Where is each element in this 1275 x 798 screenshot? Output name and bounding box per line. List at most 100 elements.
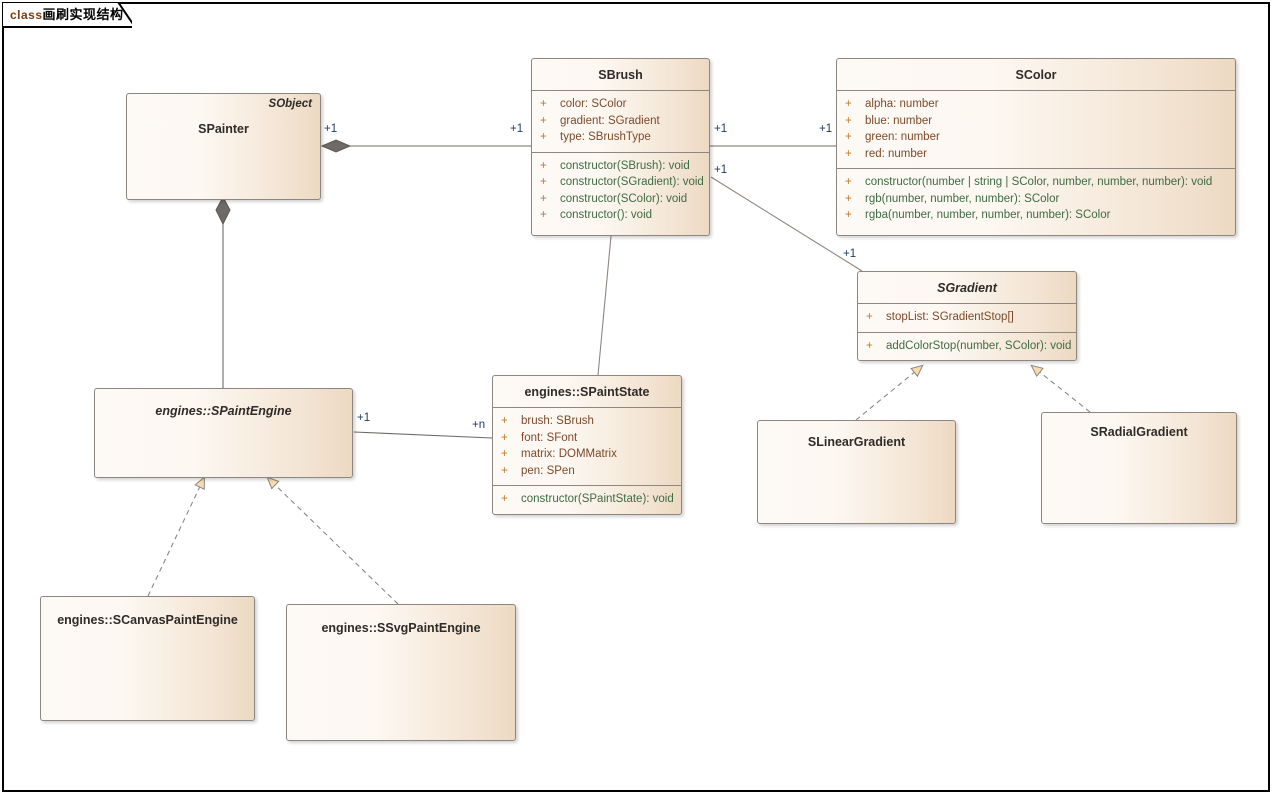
class-sgradient[interactable]: SGradient + stopList: SGradientStop[] +ad… xyxy=(857,271,1077,361)
class-sgradient-name: SGradient xyxy=(858,272,1076,304)
diagram-keyword: class xyxy=(10,8,43,22)
class-spainter-name: SPainter xyxy=(198,122,249,136)
attribute-row: + matrix: DOMMatrix xyxy=(493,446,681,463)
visibility-marker: + xyxy=(845,192,852,205)
operation-row: + constructor(SColor): void xyxy=(532,191,709,208)
visibility-marker: + xyxy=(540,114,547,127)
visibility-marker: + xyxy=(501,464,508,477)
attribute-row: + green: number xyxy=(837,129,1235,146)
visibility-marker: + xyxy=(845,98,852,110)
class-sradialgradient-name: SRadialGradient xyxy=(1090,425,1188,439)
class-scolor-name: SColor xyxy=(837,59,1235,91)
attribute-row: + alpha: number xyxy=(837,96,1235,113)
attribute-row: + red: number xyxy=(837,146,1235,163)
operation-row: +addColorStop(number, SColor): void xyxy=(858,338,1076,355)
visibility-marker: + xyxy=(845,131,852,143)
operation-row: + constructor(number | string | SColor, n… xyxy=(837,174,1235,191)
attribute-text: type: SBrushType xyxy=(560,131,651,143)
attribute-text: green: number xyxy=(865,131,940,143)
class-slineargradient-name: SLinearGradient xyxy=(807,435,906,449)
operation-row: + constructor(): void xyxy=(532,207,709,224)
visibility-marker: + xyxy=(540,176,547,188)
operation-row: + constructor(SPaintState): void xyxy=(493,491,681,508)
visibility-marker: + xyxy=(540,98,547,110)
link-spainter-spaintengine xyxy=(215,195,231,388)
class-scolor[interactable]: SColor + alpha: number + blue: number + gre… xyxy=(836,58,1236,236)
link-scanvaspaintengine-spaintengine xyxy=(147,476,205,597)
attribute-text: red: number xyxy=(865,147,928,160)
class-sradialgradient[interactable]: SRadialGradient xyxy=(1041,412,1237,524)
visibility-marker: + xyxy=(540,192,547,205)
multiplicity-engine-state-source: +1 xyxy=(357,412,371,424)
attribute-row: + brush: SBrush xyxy=(493,413,681,430)
class-spaintstate-attributes: +brush: SBrush +font: SFont +matrix: DOM… xyxy=(493,408,681,485)
class-ssvgpaintengine-name: engines::SSvgPaintEngine xyxy=(321,621,481,635)
attribute-row: + blue: number xyxy=(837,113,1235,130)
class-spaintengine[interactable]: engines::SPaintEngine xyxy=(94,388,353,478)
class-spainter[interactable]: SObject SPainter xyxy=(126,93,321,200)
visibility-marker: + xyxy=(845,209,852,221)
attribute-row: + gradient: SGradient xyxy=(532,113,709,130)
visibility-marker: + xyxy=(540,131,547,143)
operation-text: constructor(): void xyxy=(560,209,653,221)
attribute-text: alpha: number xyxy=(865,98,939,110)
class-spaintstate-operations: + constructor(SPaintState): void xyxy=(493,485,681,514)
link-spaintengine-spaintstate xyxy=(353,431,493,439)
attribute-text: matrix: DOMMatrix xyxy=(521,448,617,460)
class-sbrush-operations: +constructor(SBrush): void + constructor(… xyxy=(532,151,709,230)
class-ssvgpaintengine[interactable]: engines::SSvgPaintEngine xyxy=(286,604,516,741)
link-ssvgpaintengine-spaintengine xyxy=(266,476,399,605)
operation-text: rgba(number, number, number, number): SC… xyxy=(865,209,1111,221)
class-spainter-stereotype: SObject xyxy=(268,98,312,110)
attribute-text: color: SColor xyxy=(560,98,627,110)
class-slineargradient[interactable]: SLinearGradient xyxy=(757,420,956,524)
class-scanvaspaintengine[interactable]: engines::SCanvasPaintEngine xyxy=(40,596,255,721)
multiplicity-brush-gradient-target: +1 xyxy=(843,248,857,260)
operation-text: addColorStop(number, SColor): void xyxy=(886,339,1072,352)
class-spaintstate[interactable]: engines::SPaintState +brush: SBrush +fon… xyxy=(492,375,682,515)
visibility-marker: + xyxy=(845,147,852,160)
visibility-marker: + xyxy=(501,493,508,505)
class-spaintstate-name: engines::SPaintState xyxy=(493,376,681,408)
link-spainter-sbrush xyxy=(320,139,531,153)
attribute-row: + stopList: SGradientStop[] xyxy=(858,309,1076,326)
multiplicity-brush-color-source: +1 xyxy=(714,123,728,135)
visibility-marker: + xyxy=(845,114,852,127)
link-sbrush-sgradient xyxy=(710,176,863,272)
attribute-row: + type: SBrushType xyxy=(532,129,709,146)
operation-row: + rgb(number, number, number): SColor xyxy=(837,191,1235,208)
attribute-row: + pen: SPen xyxy=(493,463,681,480)
operation-row: + constructor(SGradient): void xyxy=(532,174,709,191)
visibility-marker: + xyxy=(866,311,873,323)
class-scolor-operations: + constructor(number | string | SColor, n… xyxy=(837,168,1235,230)
attribute-text: stopList: SGradientStop[] xyxy=(886,311,1014,323)
multiplicity-brush-color-target: +1 xyxy=(819,123,833,135)
class-sbrush-name: SBrush xyxy=(532,59,709,91)
attribute-text: gradient: SGradient xyxy=(560,114,660,127)
attribute-text: font: SFont xyxy=(521,431,578,444)
operation-row: +constructor(SBrush): void xyxy=(532,158,709,175)
attribute-row: +font: SFont xyxy=(493,430,681,447)
attribute-text: brush: SBrush xyxy=(521,415,594,427)
multiplicity-engine-state-target: +n xyxy=(472,419,486,431)
visibility-marker: + xyxy=(540,159,547,172)
operation-text: constructor(number | string | SColor, nu… xyxy=(865,176,1213,188)
class-sbrush-attributes: + color: SColor + gradient: SGradient + typ… xyxy=(532,91,709,152)
visibility-marker: + xyxy=(845,176,852,188)
operation-text: constructor(SColor): void xyxy=(560,192,688,205)
operation-text: constructor(SGradient): void xyxy=(560,176,704,188)
attribute-text: blue: number xyxy=(865,114,933,127)
attribute-text: pen: SPen xyxy=(521,464,575,477)
operation-text: rgb(number, number, number): SColor xyxy=(865,192,1060,205)
multiplicity-painter-brush-target: +1 xyxy=(510,123,524,135)
link-sradialgradient-sgradient xyxy=(1030,364,1091,413)
visibility-marker: + xyxy=(501,448,508,460)
operation-text: constructor(SPaintState): void xyxy=(521,493,674,505)
attribute-row: + color: SColor xyxy=(532,96,709,113)
class-sbrush[interactable]: SBrush + color: SColor + gradient: SGradie… xyxy=(531,58,710,236)
visibility-marker: + xyxy=(540,209,547,221)
visibility-marker: + xyxy=(501,415,508,427)
class-sgradient-operations: +addColorStop(number, SColor): void xyxy=(858,331,1076,361)
